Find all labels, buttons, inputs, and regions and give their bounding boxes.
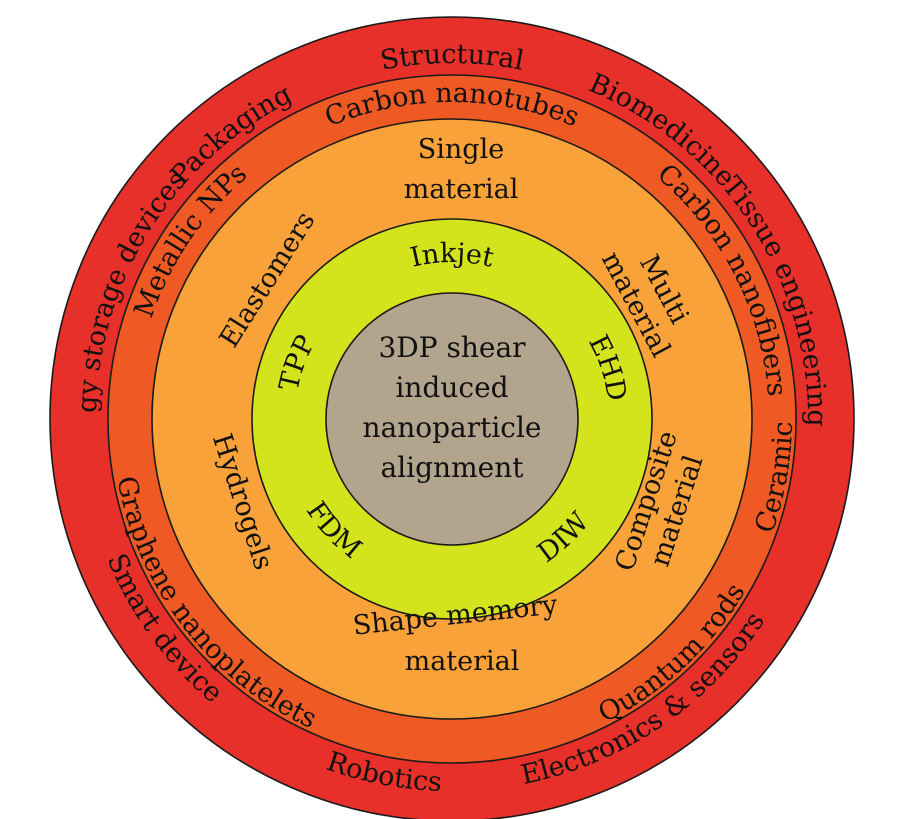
material-single-line-1: Single [418,134,504,165]
center-line-3: nanoparticle [362,411,541,444]
material-shape-memory-line-2: material [405,646,520,677]
center-line-2: induced [395,371,508,404]
center-circle [325,292,579,546]
center-line-4: alignment [381,451,525,484]
method-inkjet: Inkjet [407,238,496,274]
center-line-1: 3DP shear [378,331,526,364]
material-single-line-2: material [404,174,519,205]
